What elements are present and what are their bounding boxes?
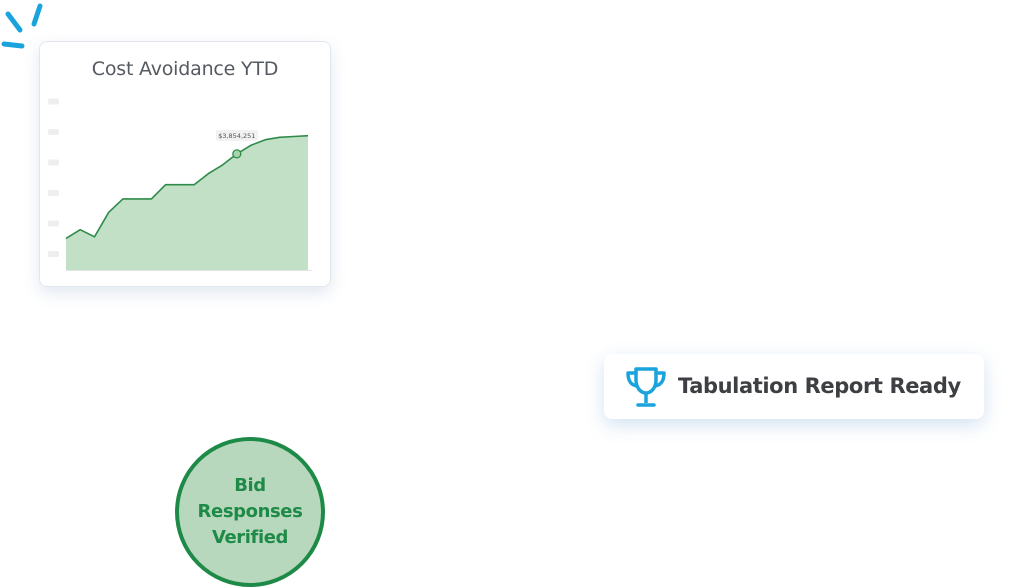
sparkle-icon: [1, 3, 43, 49]
y-tick-placeholder: [48, 98, 59, 105]
notification-text: Tabulation Report Ready: [678, 374, 961, 398]
area-series-line: [65, 134, 309, 240]
data-label: $3,854,251: [218, 132, 255, 140]
trophy-icon: [626, 367, 666, 407]
area-chart: $3,854,251: [48, 98, 312, 271]
data-point-marker[interactable]: [232, 149, 242, 159]
chart-title: Cost Avoidance YTD: [91, 58, 279, 80]
y-tick-placeholder: [48, 159, 59, 166]
area-series-fill: [66, 135, 308, 270]
y-tick-placeholder: [48, 220, 59, 227]
badge-label: Bid Responses Verified: [198, 473, 303, 551]
status-badge: Bid Responses Verified: [175, 437, 325, 587]
badge-line-1: Bid: [234, 475, 266, 496]
y-tick-placeholder: [48, 190, 59, 196]
y-tick-placeholder: [48, 129, 59, 135]
y-tick-placeholder: [48, 251, 59, 257]
badge-line-2: Responses: [197, 501, 303, 522]
notification-card[interactable]: Tabulation Report Ready: [604, 354, 984, 419]
chart-card: Cost Avoidance YTD $3,854,251: [39, 41, 331, 287]
data-label-background: [215, 129, 258, 141]
badge-line-3: Verified: [211, 527, 289, 548]
